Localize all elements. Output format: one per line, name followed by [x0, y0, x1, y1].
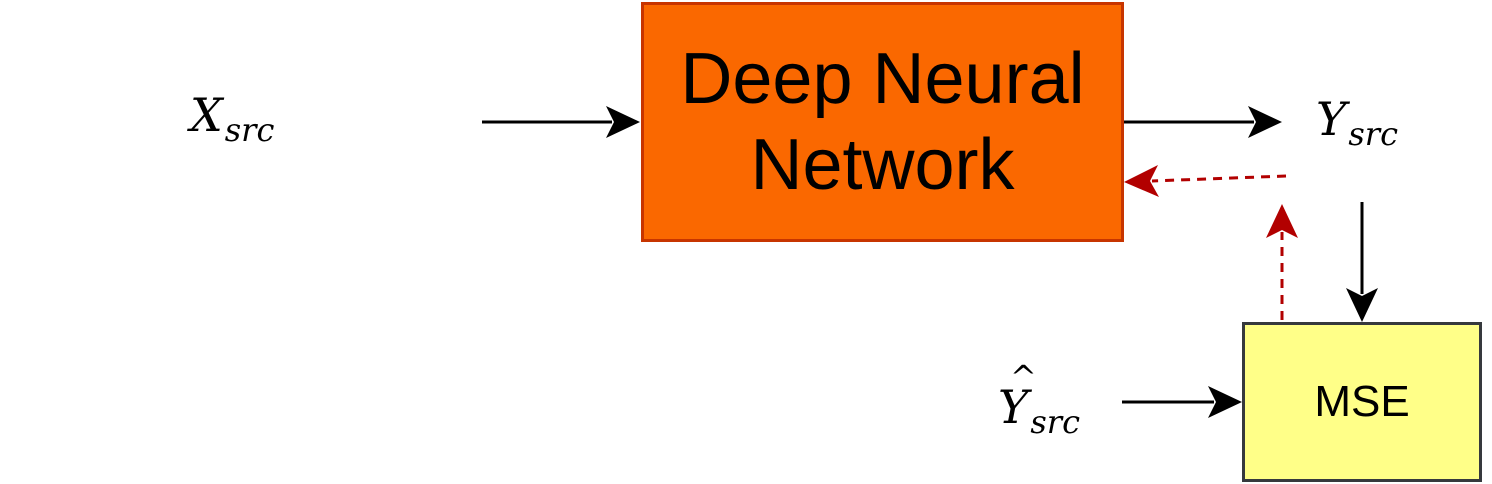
x-src-label: Xsrc — [190, 88, 274, 149]
y-src-label: Ysrc — [1316, 92, 1398, 153]
y-hat-accent: ^ — [1010, 358, 1037, 396]
y-hat-src-subscript: src — [1030, 403, 1081, 441]
deep-neural-network-node: Deep Neural Network — [641, 2, 1124, 242]
edge-xsrc-to-dnn — [482, 106, 640, 138]
edge-backprop-to-dnn — [1124, 165, 1287, 197]
edge-ysrc-to-mse — [1346, 202, 1378, 322]
mse-node: MSE — [1242, 322, 1482, 482]
edge-backprop-mse-up — [1266, 204, 1298, 320]
y-hat-src-symbol: Y — [998, 380, 1029, 434]
x-src-subscript: src — [224, 111, 275, 149]
dnn-label-line1: Deep Neural — [680, 39, 1085, 119]
mse-label: MSE — [1314, 377, 1410, 426]
dnn-label-line2: Network — [750, 125, 1015, 205]
x-src-symbol: X — [190, 88, 223, 142]
y-hat-src-label: ^ Y src — [998, 358, 1081, 441]
y-src-symbol: Y — [1316, 92, 1347, 146]
edge-yhat-to-mse — [1122, 386, 1242, 418]
deep-neural-network-label: Deep Neural Network — [680, 36, 1084, 208]
edge-dnn-to-ysrc — [1124, 106, 1282, 138]
y-src-subscript: src — [1348, 115, 1399, 153]
